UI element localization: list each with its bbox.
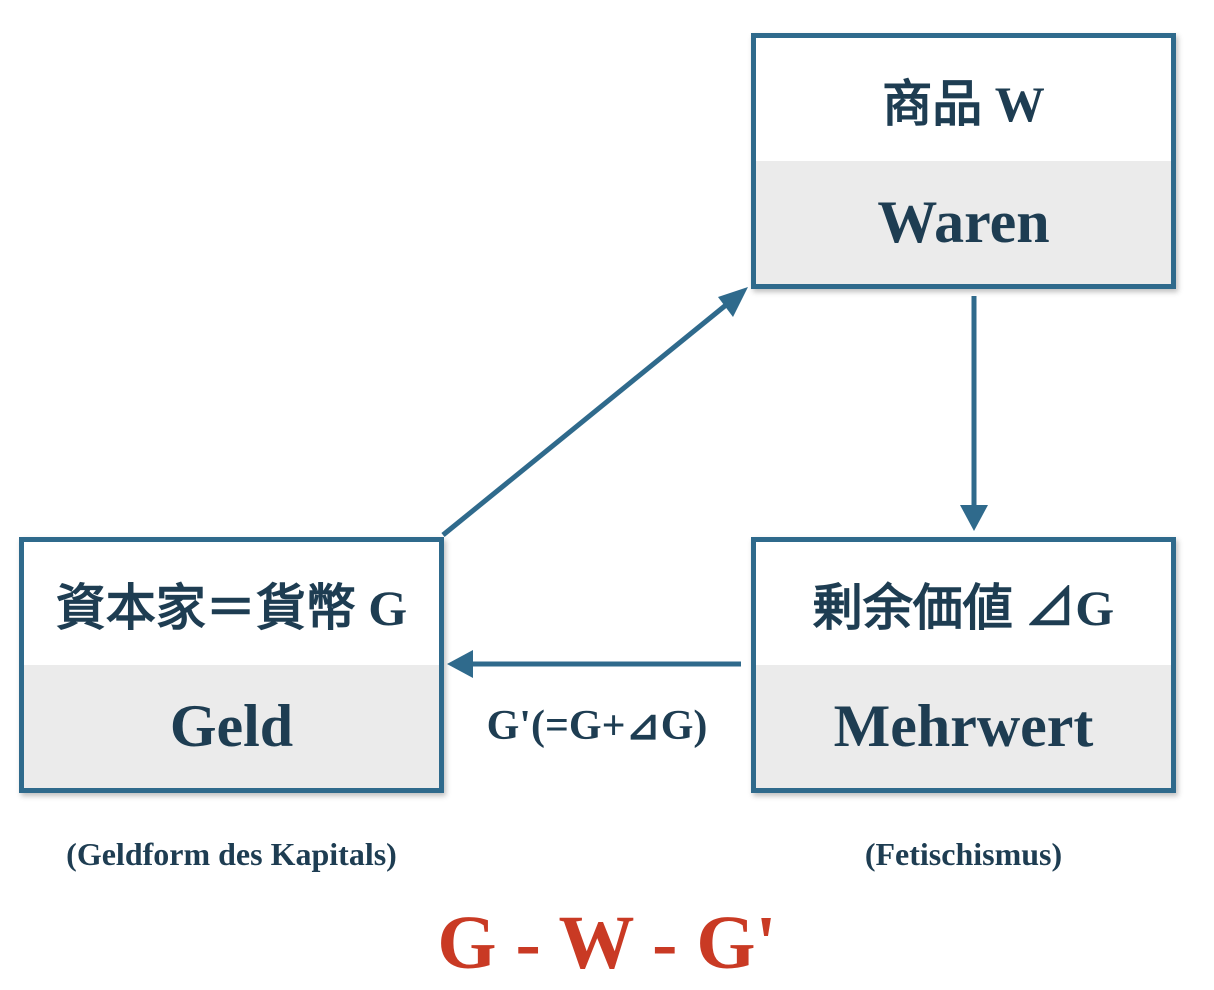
formula-g-w-g-prime: G - W - G' <box>437 901 777 985</box>
caption-geldform: (Geldform des Kapitals) <box>66 836 397 872</box>
edge-label-g-prime: G'(=G+⊿G) <box>486 703 708 749</box>
node-geld-bottom-label: Geld <box>24 665 439 788</box>
caption-fetischismus: (Fetischismus) <box>864 836 1063 872</box>
node-mehrwert: 剰余価値 ⊿G Mehrwert <box>751 537 1176 793</box>
arrow-waren-to-mehrwert <box>960 296 988 531</box>
node-mehrwert-bottom-label: Mehrwert <box>756 665 1171 788</box>
arrow-geld-to-waren <box>441 287 748 537</box>
node-geld: 資本家＝貨幣 G Geld <box>19 537 444 793</box>
node-waren: 商品 W Waren <box>751 33 1176 289</box>
node-mehrwert-top-label: 剰余価値 ⊿G <box>812 579 1115 636</box>
arrow-mehrwert-to-geld <box>447 650 741 678</box>
node-geld-top-label: 資本家＝貨幣 G <box>55 579 408 636</box>
node-waren-bottom-label: Waren <box>756 161 1171 284</box>
node-waren-top-label: 商品 W <box>882 75 1045 132</box>
